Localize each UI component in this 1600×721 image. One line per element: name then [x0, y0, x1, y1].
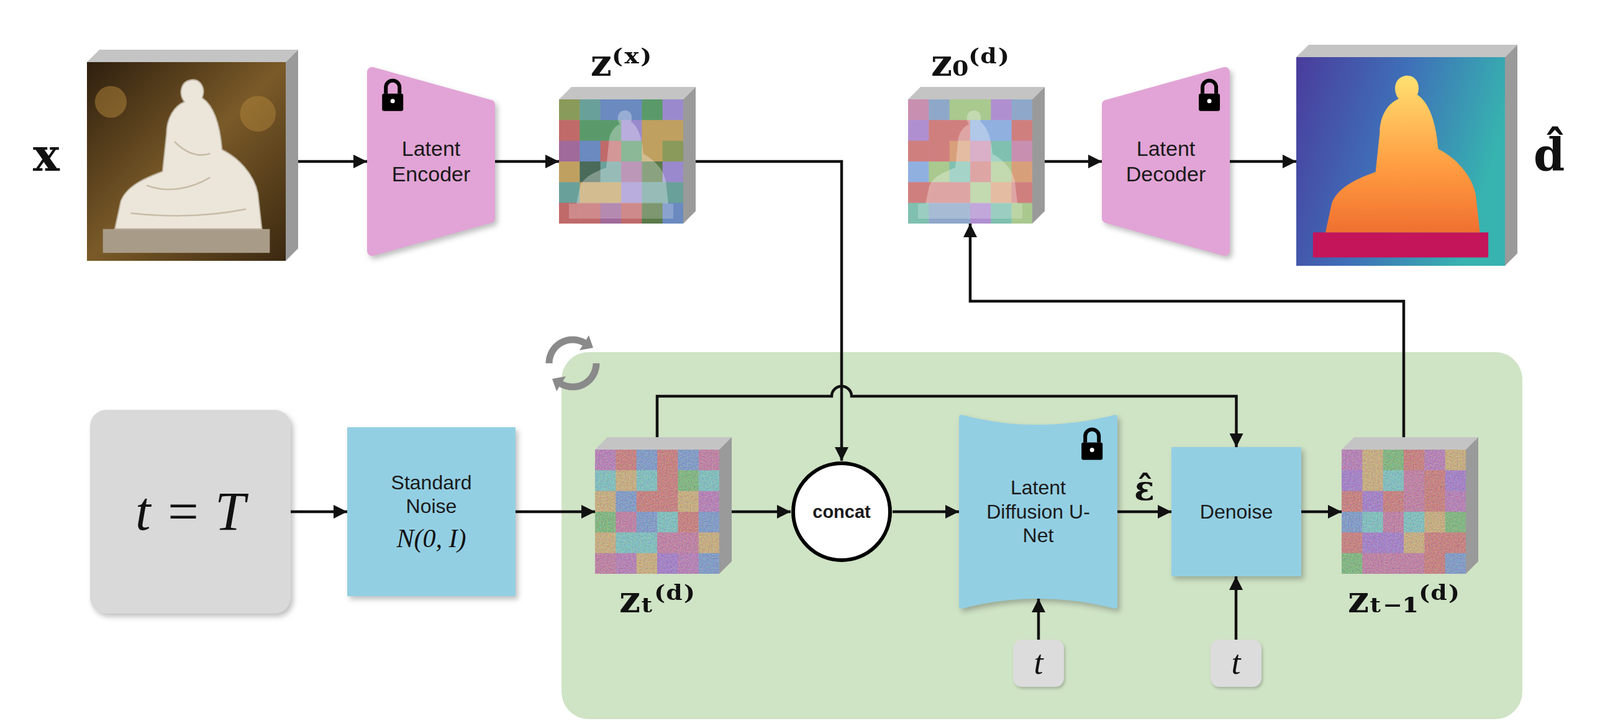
latent-grid: z₀⁽ᵈ⁾: [908, 86, 1045, 224]
timestep-label: t: [1231, 644, 1241, 682]
unet-shape: Latent Diffusion U-Net: [959, 412, 1118, 612]
latent-cube: [559, 86, 696, 224]
timestep-input: t: [1013, 639, 1064, 687]
node-content: concat: [790, 460, 893, 563]
latent-symbol: z⁽ˣ⁾: [590, 42, 652, 84]
trapezoid-outline: [367, 67, 496, 256]
latent-symbol: zₜ₋₁⁽ᵈ⁾: [1347, 578, 1460, 620]
denoise-box: Denoise: [1171, 447, 1302, 577]
input-symbol: x: [32, 130, 60, 180]
timestep-input: t: [1210, 639, 1262, 687]
depth-illustration: [1296, 44, 1518, 266]
outside-label: z₀⁽ᵈ⁾: [908, 42, 1033, 84]
photo-illustration: [86, 49, 299, 261]
arrow-connector: [1044, 160, 1102, 164]
output-symbol: d̂: [1533, 130, 1565, 180]
node-content: Denoise: [1171, 447, 1302, 577]
arrow-connector: [298, 160, 368, 164]
arrow-connector: [892, 510, 960, 514]
latent-grid: zₜ⁽ᵈ⁾: [595, 437, 732, 574]
node-content: Latent Decoder: [1101, 67, 1230, 256]
outside-label: zₜ₋₁⁽ᵈ⁾: [1341, 578, 1466, 620]
distribution-label: N(0, I): [396, 524, 467, 553]
node-content: t: [1210, 639, 1262, 687]
latent-grid: zₜ₋₁⁽ᵈ⁾: [1341, 437, 1479, 574]
concat-label: concat: [812, 501, 871, 523]
outside-label: x: [32, 130, 60, 180]
encoder-label: Latent Encoder: [384, 136, 478, 187]
lock-icon: [1198, 80, 1220, 112]
arrow-connector: [1301, 510, 1342, 514]
node-content: t = T: [90, 409, 291, 614]
depth-image: d̂: [1296, 44, 1518, 266]
node-content: Latent Diffusion U-Net: [959, 412, 1118, 612]
timestep-label: t: [1033, 644, 1043, 682]
arrow-connector: [1229, 160, 1297, 164]
arrow-connector: [1037, 598, 1041, 640]
noise-box: Standard NoiseN(0, I): [347, 427, 516, 597]
arrow-connector: [731, 510, 791, 514]
outside-label: zₜ⁽ᵈ⁾: [595, 578, 720, 620]
timestep-box: t = T: [90, 409, 291, 614]
outside-label: d̂: [1533, 130, 1565, 180]
timestep-label: t = T: [135, 481, 246, 543]
noise-label: Standard Noise: [378, 470, 485, 519]
decoder-label: Latent Decoder: [1119, 136, 1213, 187]
unet-label: Latent Diffusion U-Net: [985, 475, 1092, 548]
latent-symbol: zₜ⁽ᵈ⁾: [619, 578, 696, 620]
latent-symbol: z₀⁽ᵈ⁾: [931, 42, 1010, 84]
latent-grid: z⁽ˣ⁾: [559, 86, 696, 224]
lock-icon: [1081, 429, 1103, 460]
arrow-connector: [695, 161, 842, 461]
latent-cube: [908, 86, 1045, 224]
arrow-connector: [657, 386, 1237, 448]
lock-icon: [381, 80, 404, 112]
arrow-connector: [1234, 576, 1238, 640]
arrow-connector: [1117, 510, 1172, 514]
edge-label: ε̂: [1134, 470, 1155, 507]
trapezoid-outline: [1101, 67, 1230, 256]
latent-cube: [595, 437, 732, 574]
arrow-connector: [495, 160, 560, 164]
node-content: Standard NoiseN(0, I): [347, 427, 516, 597]
decoder-trapezoid: Latent Decoder: [1101, 67, 1230, 256]
node-content: t: [1013, 639, 1064, 687]
outside-label: z⁽ˣ⁾: [559, 42, 684, 84]
latent-cube: [1341, 437, 1479, 574]
arrow-connector: [515, 510, 596, 514]
concat-circle: concat: [790, 460, 893, 563]
encoder-trapezoid: Latent Encoder: [367, 67, 496, 256]
arrow-connector: [290, 510, 348, 514]
node-content: Latent Encoder: [367, 67, 496, 256]
input-image: x: [86, 49, 299, 261]
denoise-label: Denoise: [1200, 500, 1273, 524]
